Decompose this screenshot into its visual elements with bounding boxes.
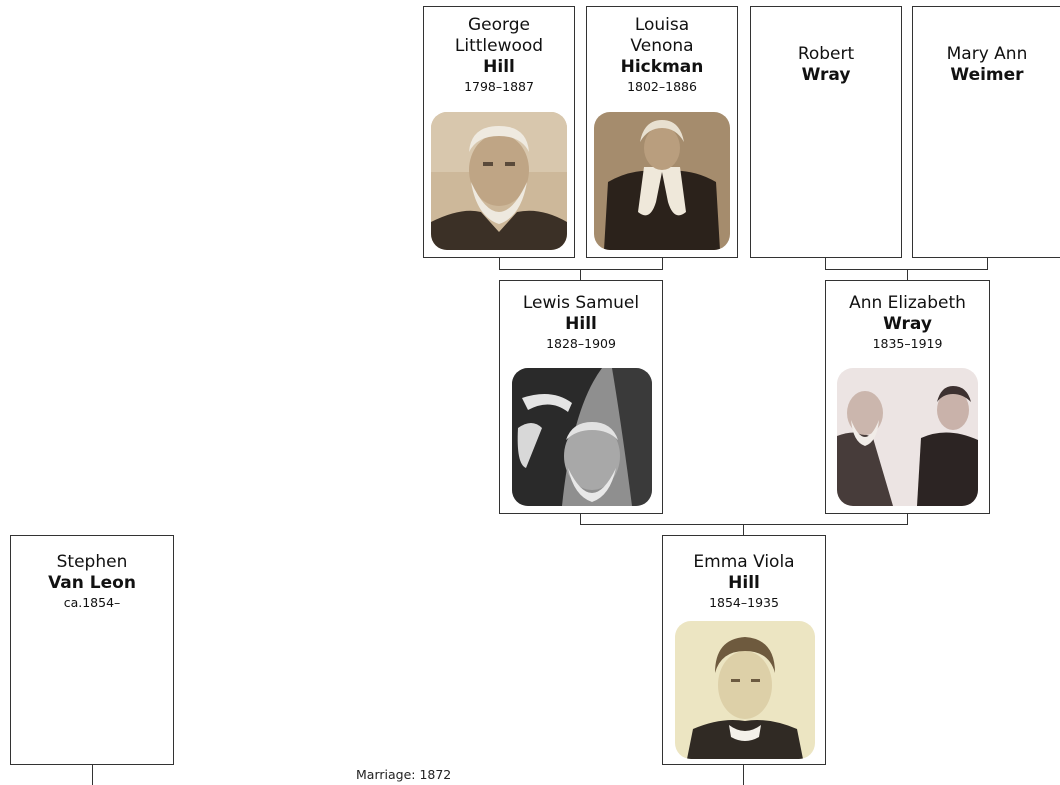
portrait-photo bbox=[675, 621, 815, 759]
portrait-photo bbox=[512, 368, 652, 506]
connector-line bbox=[743, 765, 744, 785]
connector-line bbox=[743, 524, 744, 535]
person-card-louisa-hickman[interactable]: Louisa Venona Hickman 1802–1886 bbox=[586, 6, 738, 258]
connector-line bbox=[580, 514, 581, 525]
life-dates: 1854–1935 bbox=[709, 595, 779, 610]
connector-line bbox=[987, 258, 988, 269]
person-card-ann-elizabeth-wray[interactable]: Ann Elizabeth Wray 1835–1919 bbox=[825, 280, 990, 514]
connector-line bbox=[499, 258, 500, 269]
person-card-emma-hill[interactable]: Emma Viola Hill 1854–1935 bbox=[662, 535, 826, 765]
connector-line bbox=[92, 765, 93, 785]
connector-line bbox=[907, 269, 908, 280]
connector-line bbox=[825, 269, 988, 270]
given-name: Louisa Venona bbox=[630, 15, 694, 56]
connector-line bbox=[662, 258, 663, 269]
surname: Wray bbox=[801, 65, 851, 85]
given-name: Lewis Samuel bbox=[522, 293, 640, 313]
given-name: George Littlewood bbox=[454, 15, 544, 56]
given-name: Robert bbox=[797, 44, 855, 64]
given-name: Ann Elizabeth bbox=[849, 293, 966, 313]
marriage-label: Marriage: 1872 bbox=[356, 767, 452, 782]
surname: Wray bbox=[883, 314, 932, 334]
portrait-photo bbox=[837, 368, 978, 506]
surname: Hill bbox=[483, 57, 515, 77]
connector-line bbox=[499, 269, 663, 270]
given-name: Stephen bbox=[56, 552, 128, 572]
surname: Hill bbox=[728, 573, 760, 593]
person-card-lewis-hill[interactable]: Lewis Samuel Hill 1828–1909 bbox=[499, 280, 663, 514]
life-dates: 1798–1887 bbox=[464, 79, 534, 94]
portrait-photo bbox=[594, 112, 730, 250]
person-card-george-hill[interactable]: George Littlewood Hill 1798–1887 bbox=[423, 6, 575, 258]
life-dates: 1802–1886 bbox=[627, 79, 697, 94]
connector-line bbox=[907, 514, 908, 525]
given-name: Emma Viola bbox=[693, 552, 795, 572]
life-dates: ca.1854– bbox=[63, 595, 121, 610]
surname: Hickman bbox=[620, 57, 704, 77]
life-dates: 1835–1919 bbox=[872, 336, 943, 351]
person-card-robert-wray[interactable]: Robert Wray bbox=[750, 6, 902, 258]
connector-line bbox=[825, 258, 826, 269]
connector-line bbox=[580, 269, 581, 280]
surname: Van Leon bbox=[48, 573, 136, 593]
person-card-stephen-van-leon[interactable]: Stephen Van Leon ca.1854– bbox=[10, 535, 174, 765]
surname: Weimer bbox=[950, 65, 1024, 85]
portrait-photo bbox=[431, 112, 567, 250]
life-dates: 1828–1909 bbox=[546, 336, 616, 351]
surname: Hill bbox=[565, 314, 597, 334]
given-name: Mary Ann bbox=[946, 44, 1028, 64]
person-card-maryann-weimer[interactable]: Mary Ann Weimer bbox=[912, 6, 1060, 258]
connector-line bbox=[580, 524, 908, 525]
